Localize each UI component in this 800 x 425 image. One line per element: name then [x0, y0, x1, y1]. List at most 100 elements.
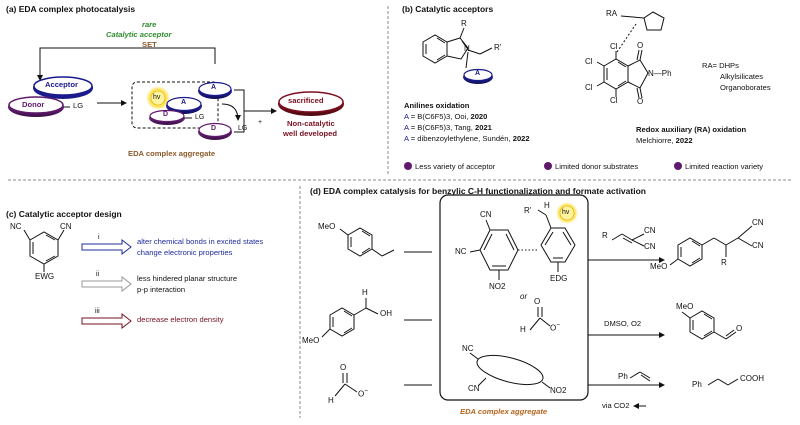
redox-title: Redox auxiliary (RA) oxidation — [636, 125, 747, 134]
limitation-bullet — [404, 162, 412, 170]
product3-cooh: COOH — [740, 374, 764, 383]
limitation-bullet — [544, 162, 552, 170]
substrate2-h: H — [362, 288, 368, 297]
substrate1-meo: MeO — [318, 222, 336, 231]
design-iii-line1: decrease electron density — [137, 315, 224, 324]
indole-r: R — [461, 19, 467, 28]
indole-a: A — [475, 70, 481, 77]
via-co2: via CO2 — [602, 401, 630, 410]
limitation-2: Limited donor substrates — [544, 162, 638, 172]
panel-d-title: (d) EDA complex catalysis for benzylic C… — [310, 186, 646, 196]
design-i-line2: change electronic properties — [137, 248, 233, 257]
box2-no2: NO2 — [550, 386, 567, 395]
arrow-iii-label: iii — [95, 308, 100, 315]
box-no2: NO2 — [489, 282, 506, 291]
design-arrows — [81, 238, 132, 330]
product3-ph: Ph — [692, 380, 702, 389]
catalytic-acceptor-label: Catalytic acceptor — [106, 30, 172, 39]
box2-cn: CN — [468, 384, 480, 393]
product1-cn2: CN — [752, 241, 764, 250]
design-i-line1: alter chemical bonds in excited states — [137, 237, 264, 246]
cl-3: Cl — [585, 83, 593, 92]
ra-def-2: Alkylsilicates — [720, 72, 764, 81]
lg-leaving-label: LG — [238, 125, 248, 132]
indole-n: N — [464, 44, 470, 53]
box-formate-h: H — [520, 325, 526, 334]
aggregate-box — [131, 81, 219, 129]
reagent-r: R — [602, 231, 608, 240]
redox-ref: Melchiorre, 2022 — [636, 136, 693, 145]
d-aggregate-label: EDA complex aggregate — [460, 407, 548, 416]
ref-1: A = B(C6F5)3, Ooi, 2020 — [404, 112, 488, 121]
hv-label: hv — [153, 94, 161, 101]
acceptor-label: Acceptor — [45, 80, 78, 89]
box-h: H — [544, 201, 550, 210]
plus-sign: + — [258, 119, 263, 126]
anilines-title: Anilines oxidation — [404, 101, 470, 110]
design-ii-line2: p-p interaction — [137, 285, 186, 294]
ra-def-1: RA= DHPs — [702, 61, 739, 70]
box-hv: hv — [562, 209, 570, 216]
design-ii-line1: less hindered planar structure — [137, 274, 238, 283]
product2-o: O — [736, 324, 743, 333]
limitation-bullet — [674, 162, 682, 170]
rare-label: rare — [142, 20, 157, 29]
panel-a-graphics — [8, 47, 344, 140]
styrene-ph: Ph — [618, 372, 628, 381]
box-or: or — [520, 292, 528, 301]
box-lg-label: LG — [195, 114, 205, 121]
panel-a-title: (a) EDA complex photocatalysis — [6, 4, 136, 14]
box-formate-o-minus: O− — [550, 322, 561, 333]
aggregate-label: EDA complex aggregate — [128, 149, 216, 158]
reagent-cn2: CN — [644, 242, 656, 251]
panel-c-graphics — [23, 229, 65, 272]
box-d-label: D — [163, 111, 169, 118]
limitation-3: Limited reaction variety — [674, 162, 763, 172]
well-developed-label: well developed — [283, 129, 338, 138]
substrate2-oh: OH — [380, 309, 392, 318]
indole-r-prime: R' — [494, 43, 502, 52]
acceptor-ewg: EWG — [35, 272, 55, 281]
sacrificed-label: sacrificed — [288, 96, 324, 105]
o-bottom: O — [637, 97, 644, 106]
donor-label: Donor — [22, 100, 45, 109]
product1-meo: MeO — [650, 262, 668, 271]
cl-4: Cl — [610, 96, 618, 105]
box-edg: EDG — [550, 274, 568, 283]
ref-3: A = dibenzoylethylene, Sundén, 2022 — [404, 134, 530, 143]
box-r-prime: R' — [524, 206, 532, 215]
formate-o: O — [340, 363, 347, 372]
acceptor-nc: NC — [10, 222, 22, 231]
box-cn: CN — [480, 210, 492, 219]
lg-label: LG — [73, 101, 84, 110]
cl-2: Cl — [585, 57, 593, 66]
product1-r: R — [721, 258, 727, 267]
panel-c-title: (c) Catalytic acceptor design — [6, 209, 122, 219]
panel-b-graphics — [422, 11, 665, 99]
box-formate-o: O — [534, 297, 541, 306]
cl-1: Cl — [610, 42, 618, 51]
a-radical-label: A — [211, 84, 217, 91]
arrow-i-label: i — [98, 234, 100, 241]
ra-label: RA — [606, 9, 618, 18]
d-radical-label: D — [211, 125, 217, 132]
product1-cn1: CN — [752, 218, 764, 227]
n-ph: N—Ph — [648, 69, 672, 78]
box-a-label: A — [181, 99, 187, 106]
formate-o-minus: O− — [358, 388, 369, 399]
o-top: O — [637, 41, 644, 50]
reagent-cn1: CN — [644, 226, 656, 235]
set-label: SET — [142, 40, 157, 49]
ra-def-3: Organoborates — [720, 83, 771, 92]
formate-h: H — [328, 396, 334, 405]
box2-nc: NC — [462, 344, 474, 353]
panel-d-graphics — [321, 194, 753, 409]
ref-2: A = B(C6F5)3, Tang, 2021 — [404, 123, 492, 132]
box-nc: NC — [455, 247, 467, 256]
product2-meo: MeO — [676, 302, 694, 311]
limitation-1: Less variety of acceptor — [404, 162, 495, 172]
acceptor-cn: CN — [60, 222, 72, 231]
arrow-ii-label: ii — [96, 271, 100, 278]
non-catalytic-label: Non-catalytic — [287, 119, 335, 128]
